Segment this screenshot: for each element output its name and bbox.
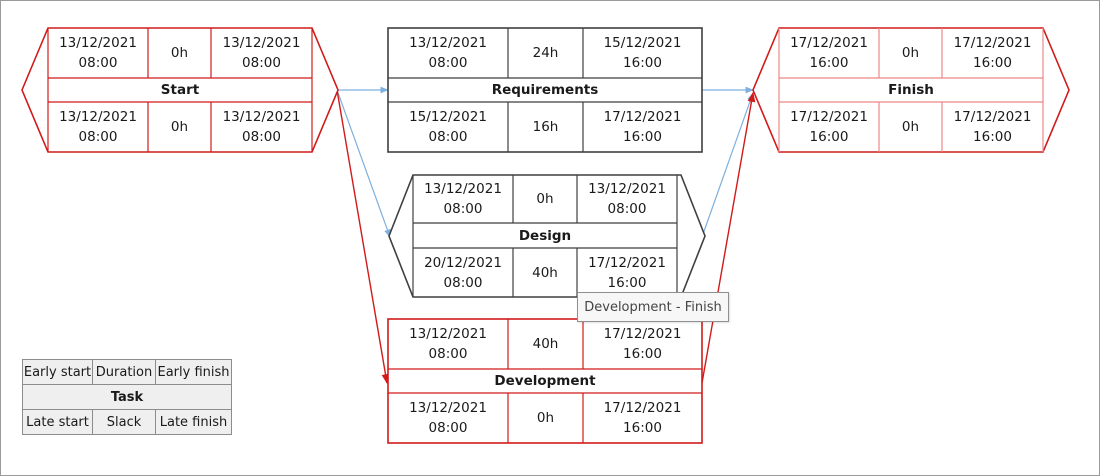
late-finish: 17/12/2021 16:00 (953, 109, 1032, 145)
early-finish: 13/12/2021 08:00 (588, 181, 666, 217)
late-finish: 17/12/2021 16:00 (588, 254, 666, 291)
task-title: Development (494, 373, 596, 389)
early-start: 13/12/2021 08:00 (409, 35, 487, 71)
early-finish: 17/12/2021 16:00 (603, 326, 682, 362)
link-tooltip: Development - Finish (577, 292, 729, 322)
task-shape (387, 318, 703, 444)
link-development-finish[interactable] (701, 92, 756, 384)
slack: 0h (170, 119, 189, 135)
legend-early-start: Early start (22, 359, 93, 385)
early-start: 13/12/2021 08:00 (59, 35, 137, 71)
link-start-design[interactable] (336, 89, 391, 238)
legend-late-finish: Late finish (155, 409, 232, 435)
legend-slack: Slack (92, 409, 156, 435)
legend-task: Task (22, 384, 232, 410)
task-node-design[interactable]: 13/12/2021 08:00 0h 13/12/2021 08:00 Des… (388, 174, 706, 298)
legend-duration: Duration (92, 359, 156, 385)
early-start: 13/12/2021 08:00 (409, 326, 487, 362)
slack: 40h (532, 264, 558, 281)
late-finish: 17/12/2021 16:00 (603, 109, 682, 145)
late-start: 17/12/2021 16:00 (790, 109, 868, 145)
slack: 16h (532, 119, 559, 135)
late-start: 15/12/2021 08:00 (409, 109, 487, 145)
late-start: 20/12/2021 08:00 (424, 254, 502, 291)
late-start: 13/12/2021 08:00 (409, 400, 487, 436)
task-node-requirements[interactable]: 13/12/2021 08:00 24h 15/12/2021 16:00 Re… (387, 27, 703, 153)
duration: 0h (170, 45, 189, 61)
legend-late-start: Late start (22, 409, 93, 435)
duration: 0h (901, 45, 920, 61)
milestone-shape (752, 27, 1070, 153)
late-finish: 13/12/2021 08:00 (222, 109, 301, 145)
milestone-shape (388, 174, 706, 298)
slack: 0h (901, 119, 920, 135)
early-finish: 17/12/2021 16:00 (953, 35, 1032, 71)
milestone-shape (21, 27, 339, 153)
node-legend: Early start Duration Early finish Task L… (22, 359, 232, 435)
task-node-finish[interactable]: 17/12/2021 16:00 0h 17/12/2021 16:00 Fin… (752, 27, 1070, 153)
task-title: Requirements (491, 82, 599, 98)
late-start: 13/12/2021 08:00 (59, 109, 137, 145)
task-title: Start (160, 82, 200, 98)
early-start: 13/12/2021 08:00 (424, 181, 502, 217)
link-start-development[interactable] (336, 89, 390, 384)
task-shape (387, 27, 703, 153)
late-finish: 17/12/2021 16:00 (603, 400, 682, 436)
legend-early-finish: Early finish (155, 359, 232, 385)
task-title: Finish (888, 82, 934, 98)
duration: 24h (532, 45, 559, 61)
early-start: 17/12/2021 16:00 (790, 35, 868, 71)
duration: 40h (532, 336, 559, 352)
task-title: Design (518, 227, 572, 244)
early-finish: 15/12/2021 16:00 (603, 35, 682, 71)
task-node-start[interactable]: 13/12/2021 08:00 0h 13/12/2021 08:00 Sta… (21, 27, 339, 153)
link-design-finish[interactable] (701, 92, 754, 238)
task-node-development[interactable]: 13/12/2021 08:00 40h 17/12/2021 16:00 De… (387, 318, 703, 444)
slack: 0h (536, 410, 555, 426)
duration: 0h (536, 191, 554, 207)
early-finish: 13/12/2021 08:00 (222, 35, 301, 71)
